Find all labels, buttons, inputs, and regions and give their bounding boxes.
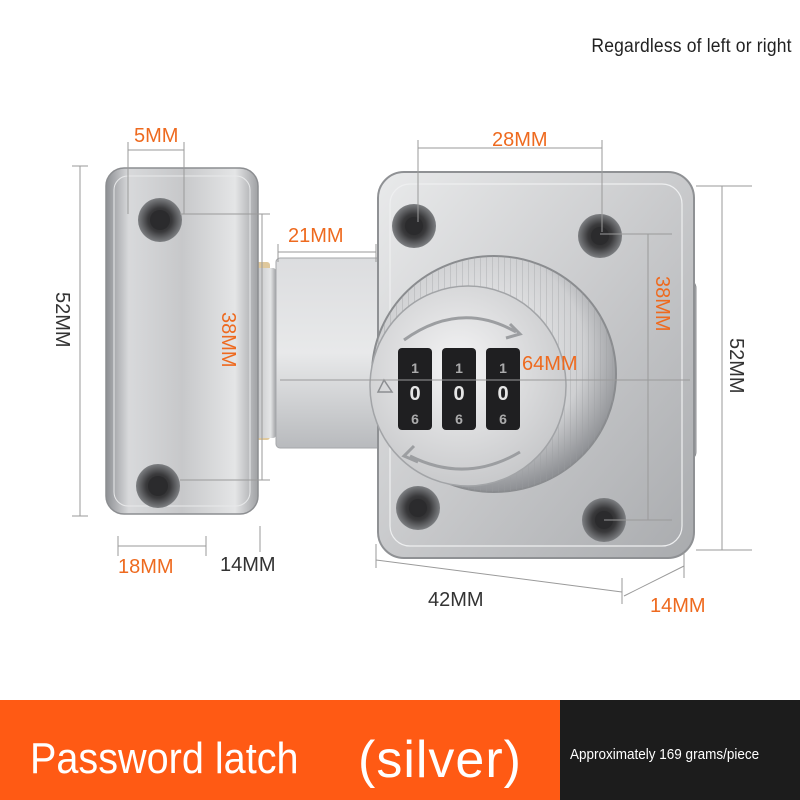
svg-text:6: 6 <box>499 411 507 427</box>
product-diagram: 1 1 1 0 0 0 6 6 6 <box>51 125 752 617</box>
pointer-icon <box>376 378 394 393</box>
svg-text:6: 6 <box>455 411 463 427</box>
svg-text:1: 1 <box>499 360 507 376</box>
combo-wheel-3[interactable] <box>486 348 520 430</box>
dim-strike-width: 18MM <box>118 556 174 578</box>
dim-hole-spacing-vertical: 38MM <box>651 276 673 332</box>
dim-strike-hole-width: 5MM <box>134 125 178 147</box>
dim-dial-diameter: 64MM <box>522 353 578 375</box>
banner-orange-panel <box>0 700 560 800</box>
svg-text:1: 1 <box>411 360 419 376</box>
dial-digit-3: 0 <box>497 383 508 405</box>
dim-strike-inner-height: 38MM <box>217 312 239 368</box>
rotate-arrow-bottom-icon <box>409 450 521 471</box>
product-color: (silver) <box>358 731 522 789</box>
dim-strike-height: 52MM <box>51 292 73 348</box>
dial-digit-2: 0 <box>453 383 464 405</box>
rotate-arrow-top-icon <box>403 316 517 342</box>
dim-body-depth: 14MM <box>650 595 706 617</box>
dim-body-height: 52MM <box>725 338 747 394</box>
lock-body: 1 1 1 0 0 0 6 6 6 <box>369 171 697 559</box>
dim-strike-depth: 14MM <box>220 554 276 576</box>
dimension-lines <box>72 140 752 604</box>
dim-hole-spacing: 28MM <box>492 129 548 151</box>
dial-digit-1: 0 <box>409 383 420 405</box>
strike-plate <box>105 167 276 515</box>
svg-text:6: 6 <box>411 411 419 427</box>
dim-bolt-length: 21MM <box>288 225 344 247</box>
combo-wheel-2[interactable] <box>442 348 476 430</box>
tagline: Regardless of left or right <box>591 36 792 57</box>
combo-wheel-1[interactable] <box>398 348 432 430</box>
product-weight: Approximately 169 grams/piece <box>570 746 760 763</box>
svg-text:1: 1 <box>455 360 463 376</box>
product-name: Password latch <box>30 734 299 783</box>
bottom-banner: Password latch (silver) Approximately 16… <box>0 700 800 800</box>
dim-body-width: 42MM <box>428 589 484 611</box>
banner-dark-panel <box>560 700 800 800</box>
strike-body <box>105 167 259 515</box>
